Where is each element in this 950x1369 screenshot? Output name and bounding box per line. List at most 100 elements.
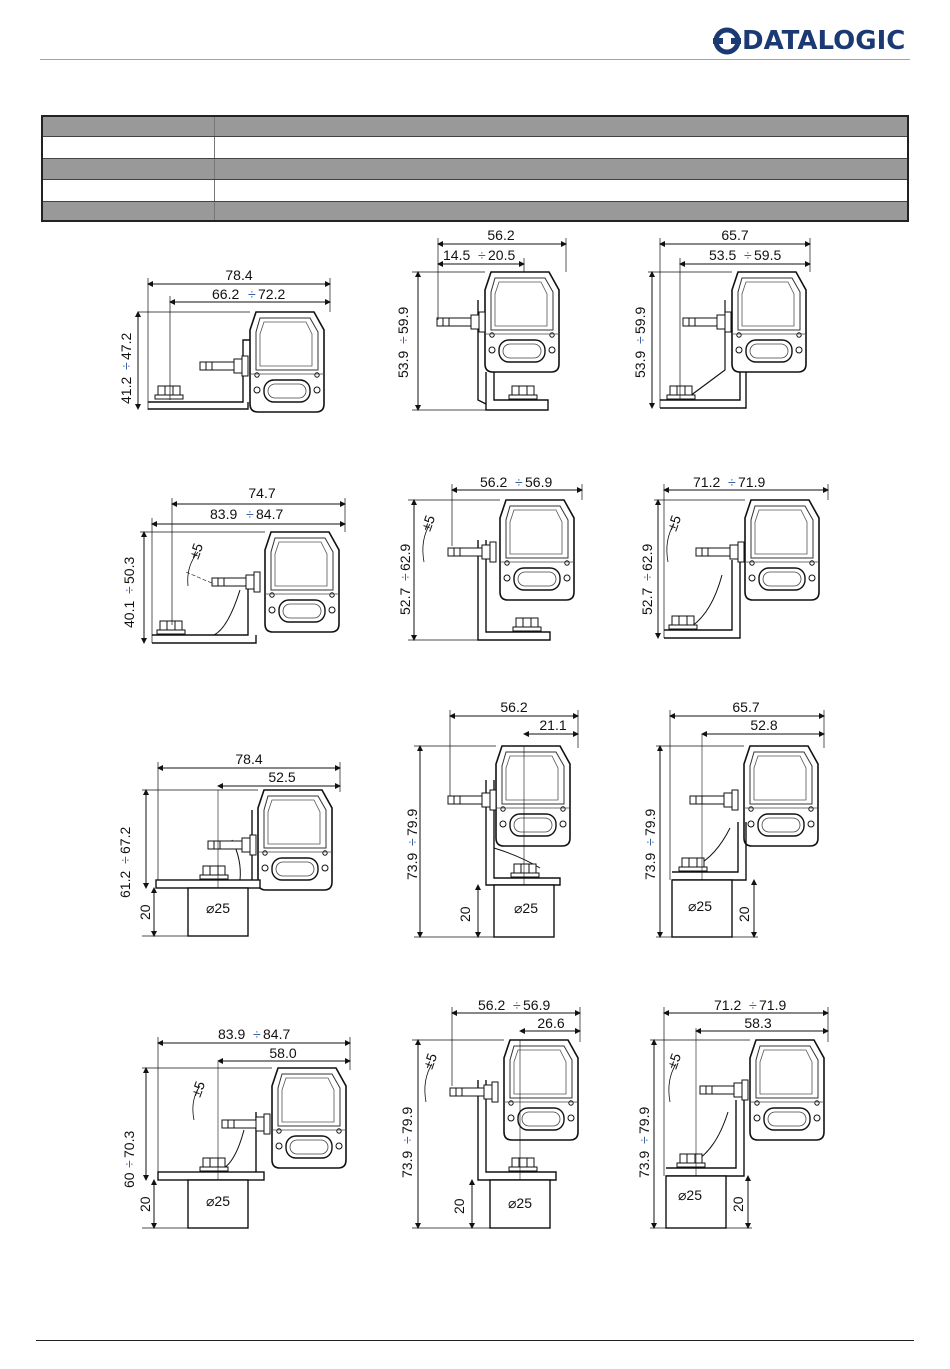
dim-d11-min: 56.2: [478, 997, 505, 1013]
dim-d2-min: 14.5: [443, 247, 470, 263]
drawing-d4: 74.7 83.9 ÷ 84.7 40.1 ÷ 50.3 ±5: [121, 485, 346, 644]
dim-sep: ÷: [515, 474, 523, 490]
dim-sep: ÷: [246, 506, 254, 522]
dim-sep: ÷: [121, 586, 137, 594]
dim-sep: ÷: [121, 1160, 137, 1168]
datalogic-mark-icon: [713, 27, 741, 55]
dim-d9-vmin: 73.9: [642, 853, 658, 880]
dim-d8-vmin: 73.9: [404, 853, 420, 880]
dim-sep: ÷: [632, 336, 648, 344]
dim-d4-min: 83.9: [210, 506, 237, 522]
angle-d10: ±5: [188, 1079, 208, 1099]
angle-d6: ±5: [664, 513, 684, 533]
dim-d6-vmin: 52.7: [639, 588, 655, 615]
dim-d12-dia: ⌀25: [678, 1187, 702, 1203]
dim-d6-min: 71.2: [693, 474, 720, 490]
dim-d6-vmax: 62.9: [639, 544, 655, 571]
spec-table: [41, 115, 909, 222]
dim-d3-max: 59.5: [754, 247, 781, 263]
dim-d7-base: 20: [137, 904, 153, 920]
dim-d8-offset: 21.1: [539, 717, 566, 733]
dim-d3-vmin: 53.9: [632, 351, 648, 378]
dim-d9-vmax: 79.9: [642, 809, 658, 836]
dim-d5-vmin: 52.7: [397, 588, 413, 615]
dim-d12-max: 71.9: [759, 997, 786, 1013]
dim-d7-total: 78.4: [235, 751, 262, 767]
dim-sep: ÷: [749, 997, 757, 1013]
table-row: [43, 201, 907, 220]
dim-d12-offset: 58.3: [744, 1015, 771, 1031]
angle-d12: ±5: [664, 1051, 684, 1071]
angle-d5: ±5: [418, 513, 438, 533]
dim-d10-vmin: 60: [121, 1172, 137, 1188]
dim-d1-vmax: 47.2: [118, 333, 134, 360]
dim-d10-min: 83.9: [218, 1026, 245, 1042]
dim-d4-vmin: 40.1: [121, 601, 137, 628]
logo-text: DATALOGIC: [742, 26, 906, 56]
dim-d11-max: 56.9: [523, 997, 550, 1013]
angle-d11: ±5: [420, 1051, 440, 1071]
drawing-d10: 83.9 ÷ 84.7 58.0 60 ÷ 70.3 20 ⌀25 ±5: [121, 1026, 351, 1229]
dim-sep: ÷: [636, 1136, 652, 1144]
dim-d10-vmax: 70.3: [121, 1131, 137, 1158]
drawing-d8: 56.2 21.1 73.9 ÷ 79.9 20 ⌀25: [404, 699, 579, 938]
dim-sep: ÷: [118, 362, 134, 370]
dim-sep: ÷: [117, 856, 133, 864]
drawing-d5: 56.2 ÷ 56.9 52.7 ÷ 62.9 ±5: [397, 474, 583, 641]
dim-sep: ÷: [253, 1026, 261, 1042]
dim-d11-offset: 26.6: [537, 1015, 564, 1031]
table-row: [43, 136, 907, 158]
dim-sep: ÷: [397, 573, 413, 581]
header-rule: [40, 59, 910, 60]
dim-d12-base: 20: [730, 1196, 746, 1212]
drawing-d7: 78.4 52.5 61.2 ÷ 67.2 20 ⌀25: [117, 751, 341, 937]
dim-d11-vmin: 73.9: [399, 1151, 415, 1178]
drawing-d3: 65.7 53.5 ÷ 59.5 53.9 ÷ 59.9: [632, 227, 811, 409]
dim-d4-total: 74.7: [248, 485, 275, 501]
dim-d12-vmax: 79.9: [636, 1107, 652, 1134]
dim-d5-min: 56.2: [480, 474, 507, 490]
dim-sep: ÷: [404, 838, 420, 846]
dim-d7-offset: 52.5: [268, 769, 295, 785]
drawing-d6: 71.2 ÷ 71.9 52.7 ÷ 62.9 ±5: [639, 474, 829, 639]
dim-sep: ÷: [639, 573, 655, 581]
dim-d9-total: 65.7: [732, 699, 759, 715]
dim-d8-base: 20: [457, 906, 473, 922]
dim-d2-vmin: 53.9: [395, 351, 411, 378]
dim-d5-max: 56.9: [525, 474, 552, 490]
dim-d1-max: 72.2: [258, 286, 285, 302]
dim-d9-offset: 52.8: [750, 717, 777, 733]
dim-sep: ÷: [399, 1136, 415, 1144]
dim-d10-base: 20: [137, 1196, 153, 1212]
dim-d7-dia: ⌀25: [206, 900, 230, 916]
dim-sep: ÷: [513, 997, 521, 1013]
table-row: [43, 158, 907, 179]
dim-d2-vmax: 59.9: [395, 307, 411, 334]
footer-rule: [36, 1340, 914, 1341]
dim-d11-base: 20: [451, 1198, 467, 1214]
dim-sep: ÷: [478, 247, 486, 263]
dim-d10-max: 84.7: [263, 1026, 290, 1042]
dim-d12-min: 71.2: [714, 997, 741, 1013]
dim-d12-vmin: 73.9: [636, 1151, 652, 1178]
dim-d3-total: 65.7: [721, 227, 748, 243]
table-row: [43, 117, 907, 136]
dim-d3-min: 53.5: [709, 247, 736, 263]
angle-d4: ±5: [186, 541, 206, 561]
dim-d7-vmax: 67.2: [117, 827, 133, 854]
dim-d2-total: 56.2: [487, 227, 514, 243]
dim-d5-vmax: 62.9: [397, 544, 413, 571]
dim-sep: ÷: [395, 336, 411, 344]
dim-d4-vmax: 50.3: [121, 557, 137, 584]
dim-sep: ÷: [728, 474, 736, 490]
dim-sep: ÷: [248, 286, 256, 302]
dim-d10-dia: ⌀25: [206, 1193, 230, 1209]
dim-d1-vmin: 41.2: [118, 377, 134, 404]
dim-d3-vmax: 59.9: [632, 307, 648, 334]
drawing-d12: 71.2 ÷ 71.9 58.3 73.9 ÷ 79.9 20 ⌀25 ±5: [636, 997, 829, 1229]
dim-d1-min: 66.2: [212, 286, 239, 302]
dim-d11-dia: ⌀25: [508, 1195, 532, 1211]
dim-sep: ÷: [642, 838, 658, 846]
dim-d4-max: 84.7: [256, 506, 283, 522]
